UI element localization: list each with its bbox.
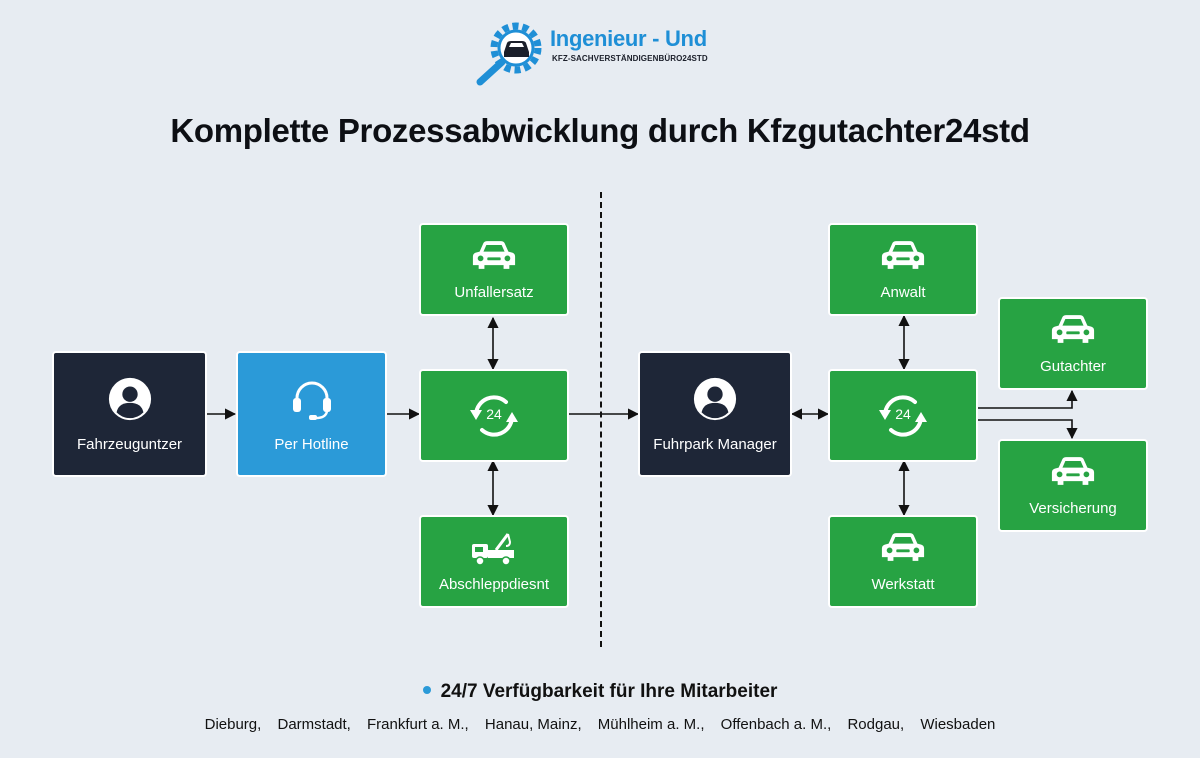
car-icon: [1050, 313, 1096, 346]
cycle-label: 24: [895, 405, 911, 422]
logo-gear-magnifier-icon: [476, 22, 542, 86]
cycle-label: 24: [486, 405, 502, 422]
city-item: Frankfurt a. M.,: [367, 716, 469, 733]
logo-subtitle: KFZ-SACHVERSTÄNDIGENBÜRO24STD: [552, 54, 708, 63]
user-circle-icon: [692, 376, 738, 422]
page-title: Komplette Prozessabwicklung durch Kfzgut…: [170, 112, 1030, 149]
node-label: Gutachter: [1040, 357, 1106, 375]
availability-text: 24/7 Verfügbarkeit für Ihre Mitarbeiter: [440, 681, 778, 702]
node-hotline: Per Hotline: [236, 351, 387, 477]
arrow-hub-to-gutachter: [978, 389, 1078, 409]
user-circle-icon: [107, 376, 153, 422]
node-fuhrpark-manager: Fuhrpark Manager: [638, 351, 792, 477]
headset-icon: [292, 381, 331, 420]
node-unfallersatz: Unfallersatz: [419, 223, 569, 316]
availability-line: 24/7 Verfügbarkeit für Ihre Mitarbeiter: [0, 681, 1200, 703]
node-label: Anwalt: [880, 283, 926, 301]
car-icon: [880, 531, 926, 564]
node-label: Fuhrpark Manager: [653, 435, 777, 453]
city-item: Offenbach a. M.,: [720, 716, 832, 733]
node-label: Abschleppdiesnt: [438, 576, 550, 593]
node-label: Versicherung: [1029, 499, 1117, 517]
cycle-24-icon: 24: [462, 392, 526, 440]
node-label: Per Hotline: [274, 435, 349, 453]
section-divider: [600, 192, 602, 647]
node-abschleppdienst: Abschleppdiesnt: [419, 515, 569, 608]
node-hub-left: 24: [419, 369, 569, 462]
car-icon: [880, 239, 926, 272]
city-item: Rodgau,: [847, 716, 905, 733]
city-item: Darmstadt,: [277, 716, 351, 733]
node-label: Unfallersatz: [454, 283, 534, 301]
node-fahrzeugnutzer: Fahrzeuguntzer: [52, 351, 207, 477]
city-item: Dieburg,: [204, 716, 262, 733]
bullet-dot: [422, 685, 431, 694]
node-hub-right: 24: [828, 369, 978, 462]
arrow-hub-to-versicherung: [978, 419, 1078, 440]
cycle-24-icon: 24: [871, 392, 935, 440]
car-icon: [471, 239, 517, 272]
city-item: Mühlheim a. M.,: [597, 716, 705, 733]
node-anwalt: Anwalt: [828, 223, 978, 316]
city-list: Dieburg, Darmstadt, Frankfurt a. M., Han…: [0, 716, 1200, 733]
company-logo: Ingenieur - Und KFZ-SACHVERSTÄNDIGENBÜRO…: [472, 20, 732, 86]
tow-truck-icon: [472, 533, 514, 566]
node-gutachter: Gutachter: [998, 297, 1148, 390]
node-werkstatt: Werkstatt: [828, 515, 978, 608]
node-label: Fahrzeuguntzer: [76, 435, 183, 453]
car-icon: [1050, 455, 1096, 488]
city-item: Wiesbaden: [920, 716, 996, 733]
logo-title: Ingenieur - Und: [550, 26, 707, 51]
node-label: Werkstatt: [871, 575, 935, 593]
city-item: Hanau, Mainz,: [484, 716, 582, 733]
node-versicherung: Versicherung: [998, 439, 1148, 532]
